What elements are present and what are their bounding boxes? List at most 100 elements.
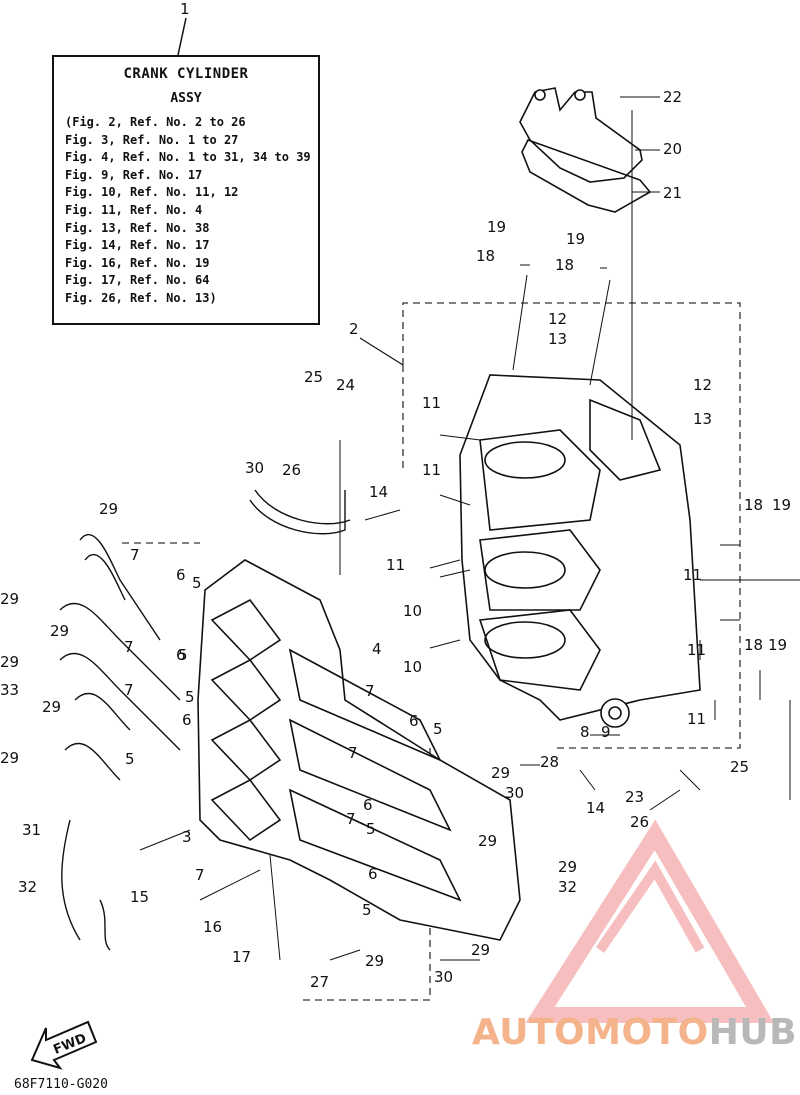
figure-reference: Fig. 4, Ref. No. 1 to 31, 34 to 39 <box>65 150 311 165</box>
callout-number: 32 <box>18 878 38 896</box>
figure-reference: Fig. 13, Ref. No. 38 <box>65 220 210 235</box>
callout-number: 6 <box>176 566 186 584</box>
figure-reference: Fig. 11, Ref. No. 4 <box>65 202 203 217</box>
callout-number: 13 <box>693 410 713 428</box>
callout-number: 22 <box>663 88 683 106</box>
callout-number: 26 <box>282 461 302 479</box>
callout-number: 29 <box>99 500 119 518</box>
watermark-logo <box>525 819 774 1023</box>
callout-number: 14 <box>369 483 389 501</box>
head-cover-part <box>519 87 652 213</box>
figure-reference: Fig. 10, Ref. No. 11, 12 <box>65 185 239 200</box>
callout-number: 7 <box>346 810 356 828</box>
callout-number: 18 <box>744 496 764 514</box>
callout-number: 19 <box>566 230 586 248</box>
crankcase-dashed-outline <box>402 302 741 749</box>
callout-number: 7 <box>130 546 140 564</box>
figure-reference: Fig. 17, Ref. No. 64 <box>65 273 210 288</box>
callout-number: 30 <box>245 459 265 477</box>
callout-number: 27 <box>310 973 330 991</box>
assembly-title: CRANK CYLINDER <box>123 66 249 82</box>
callout-number: 16 <box>203 918 223 936</box>
figure-reference: Fig. 26, Ref. No. 13) <box>65 290 217 305</box>
callout-number: 30 <box>434 968 454 986</box>
callout-number: 29 <box>478 832 498 850</box>
callout-number: 5 <box>178 646 188 664</box>
assembly-subtitle: ASSY <box>170 91 202 106</box>
callout-number: 19 <box>772 496 792 514</box>
callout-number: 6 <box>176 646 186 664</box>
callout-number: 29 <box>42 698 62 716</box>
hose-lines <box>59 489 351 951</box>
callout-number: 23 <box>625 788 645 806</box>
callout-number: 29 <box>365 952 385 970</box>
callout-number: 7 <box>124 638 134 656</box>
callout-number: 15 <box>130 888 150 906</box>
callout-number: 2 <box>349 320 359 338</box>
figure-reference-list: (Fig. 2, Ref. No. 2 to 26 Fig. 3, Ref. N… <box>54 114 318 308</box>
callout-number: 28 <box>540 753 560 771</box>
callout-number: 9 <box>601 723 611 741</box>
callout-number: 31 <box>22 821 42 839</box>
callout-number: 18 <box>555 256 575 274</box>
callout-number: 5 <box>362 901 372 919</box>
callout-number: 7 <box>348 744 358 762</box>
callout-number: 7 <box>124 681 134 699</box>
callout-number: 11 <box>422 461 442 479</box>
callout-number: 29 <box>50 622 70 640</box>
assembly-info-box: CRANK CYLINDER ASSY (Fig. 2, Ref. No. 2 … <box>52 55 320 325</box>
callout-number: 10 <box>403 658 423 676</box>
callout-number: 14 <box>586 799 606 817</box>
callout-number: 4 <box>372 640 382 658</box>
cylinder-block-part <box>197 559 521 941</box>
leader-lines <box>139 96 800 961</box>
callout-number: 18 <box>744 636 764 654</box>
callout-number: 5 <box>185 688 195 706</box>
callout-number: 19 <box>768 636 788 654</box>
watermark-text: AUTOMOTOHUB <box>472 1012 797 1053</box>
watermark-text-b: HUB <box>708 1012 798 1053</box>
callout-number: 7 <box>365 682 375 700</box>
callout-number: 6 <box>363 796 373 814</box>
callout-number: 13 <box>548 330 568 348</box>
callout-number: 8 <box>580 723 590 741</box>
callout-number: 11 <box>687 641 707 659</box>
figure-reference: Fig. 14, Ref. No. 17 <box>65 238 210 253</box>
callout-number: 17 <box>232 948 252 966</box>
callout-number: 25 <box>730 758 750 776</box>
callout-number: 6 <box>368 865 378 883</box>
callout-number: 5 <box>192 574 202 592</box>
callout-number: 6 <box>409 712 419 730</box>
callout-number: 25 <box>304 368 324 386</box>
callout-number: 29 <box>0 590 20 608</box>
callout-number: 21 <box>663 184 683 202</box>
diagram-code: 68F7110-G020 <box>14 1077 108 1092</box>
callout-number: 29 <box>0 653 20 671</box>
callout-number: 10 <box>403 602 423 620</box>
callout-number: 6 <box>182 711 192 729</box>
callout-number: 29 <box>491 764 511 782</box>
callout-number: 30 <box>505 784 525 802</box>
callout-number: 11 <box>422 394 442 412</box>
callout-number: 18 <box>476 247 496 265</box>
callout-number: 11 <box>386 556 406 574</box>
callout-number: 12 <box>693 376 713 394</box>
callout-number: 20 <box>663 140 683 158</box>
watermark-text-a: AUTOMOTO <box>472 1012 709 1053</box>
callout-number: 29 <box>471 941 491 959</box>
callout-number: 12 <box>548 310 568 328</box>
callout-number: 29 <box>0 749 20 767</box>
callout-number: 26 <box>630 813 650 831</box>
callout-number: 29 <box>558 858 578 876</box>
crankcase-part <box>459 374 701 728</box>
callout-number: 7 <box>195 866 205 884</box>
callout-number: 1 <box>180 0 190 18</box>
figure-reference: Fig. 9, Ref. No. 17 <box>65 167 203 182</box>
callout-number: 33 <box>0 681 20 699</box>
callout-number: 3 <box>182 828 192 846</box>
callout-number: 19 <box>487 218 507 236</box>
figure-reference: Fig. 3, Ref. No. 1 to 27 <box>65 132 239 147</box>
figure-reference: Fig. 16, Ref. No. 19 <box>65 255 210 270</box>
fwd-arrow <box>30 1020 98 1070</box>
